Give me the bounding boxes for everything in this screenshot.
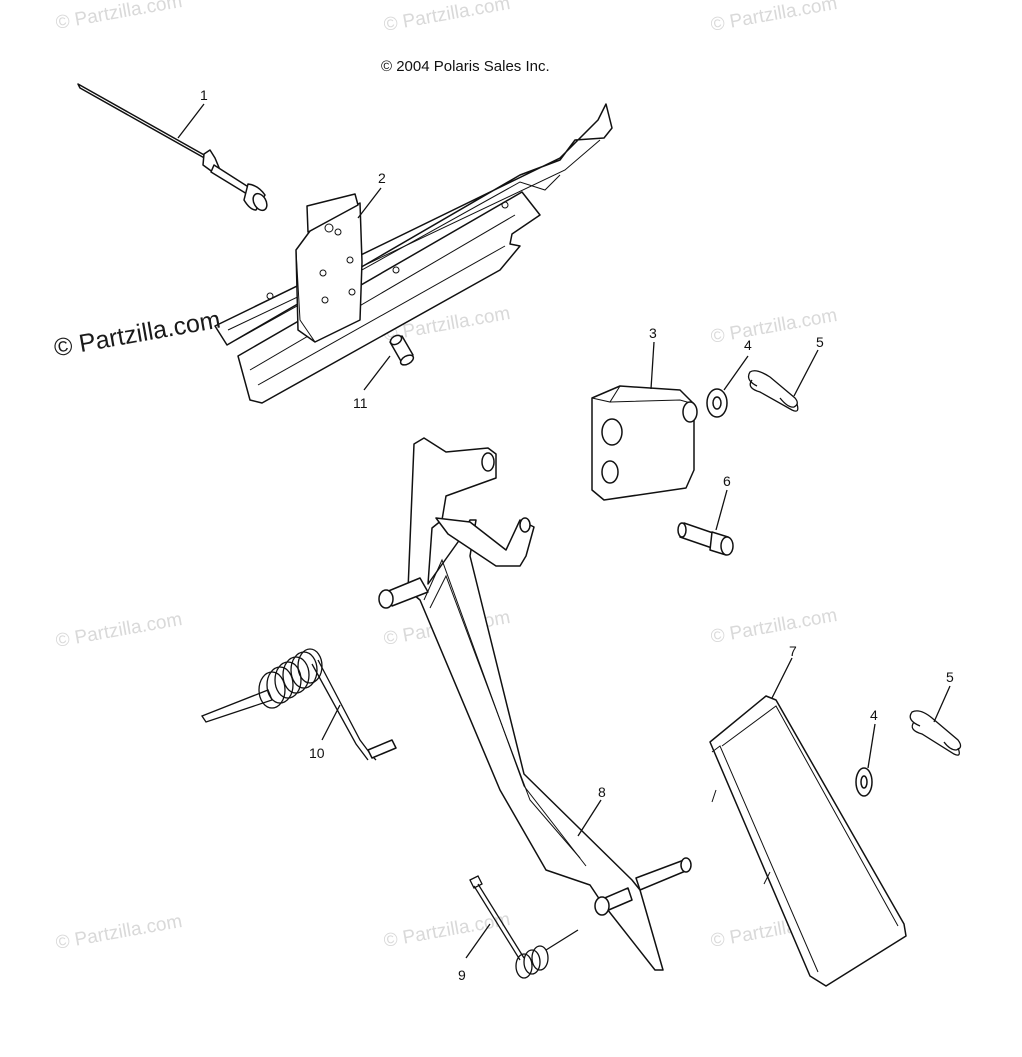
callout-6: 6 [723, 473, 731, 489]
part-clip-top [747, 370, 799, 412]
callout-1: 1 [200, 87, 208, 103]
callout-5: 5 [816, 334, 824, 350]
callout-8: 8 [598, 784, 606, 800]
callout-5b: 5 [946, 669, 954, 685]
callout-3: 3 [649, 325, 657, 341]
callout-9: 9 [458, 967, 466, 983]
leader-lines [177, 103, 951, 959]
part-bolt [677, 522, 734, 556]
part-washer-bottom [855, 767, 873, 797]
callout-10: 10 [309, 745, 325, 761]
part-bushing [389, 334, 415, 366]
part-washer-top [706, 388, 728, 418]
part-block [591, 385, 698, 501]
callout-11: 11 [353, 395, 368, 411]
part-spring-large [201, 648, 397, 761]
callout-4: 4 [744, 337, 752, 353]
callouts: 1 2 3 4 5 6 7 4 5 8 9 10 11 [200, 87, 954, 983]
copyright-notice: © 2004 Polaris Sales Inc. [381, 58, 550, 75]
part-spring-small [469, 875, 579, 979]
part-pedal-pad [709, 695, 907, 987]
part-pedal-arm [378, 437, 692, 971]
part-rod [77, 83, 268, 212]
callout-7: 7 [789, 643, 797, 659]
callout-2: 2 [378, 170, 386, 186]
bracket [295, 193, 363, 343]
part-clip-bottom [909, 710, 962, 756]
callout-4b: 4 [870, 707, 878, 723]
